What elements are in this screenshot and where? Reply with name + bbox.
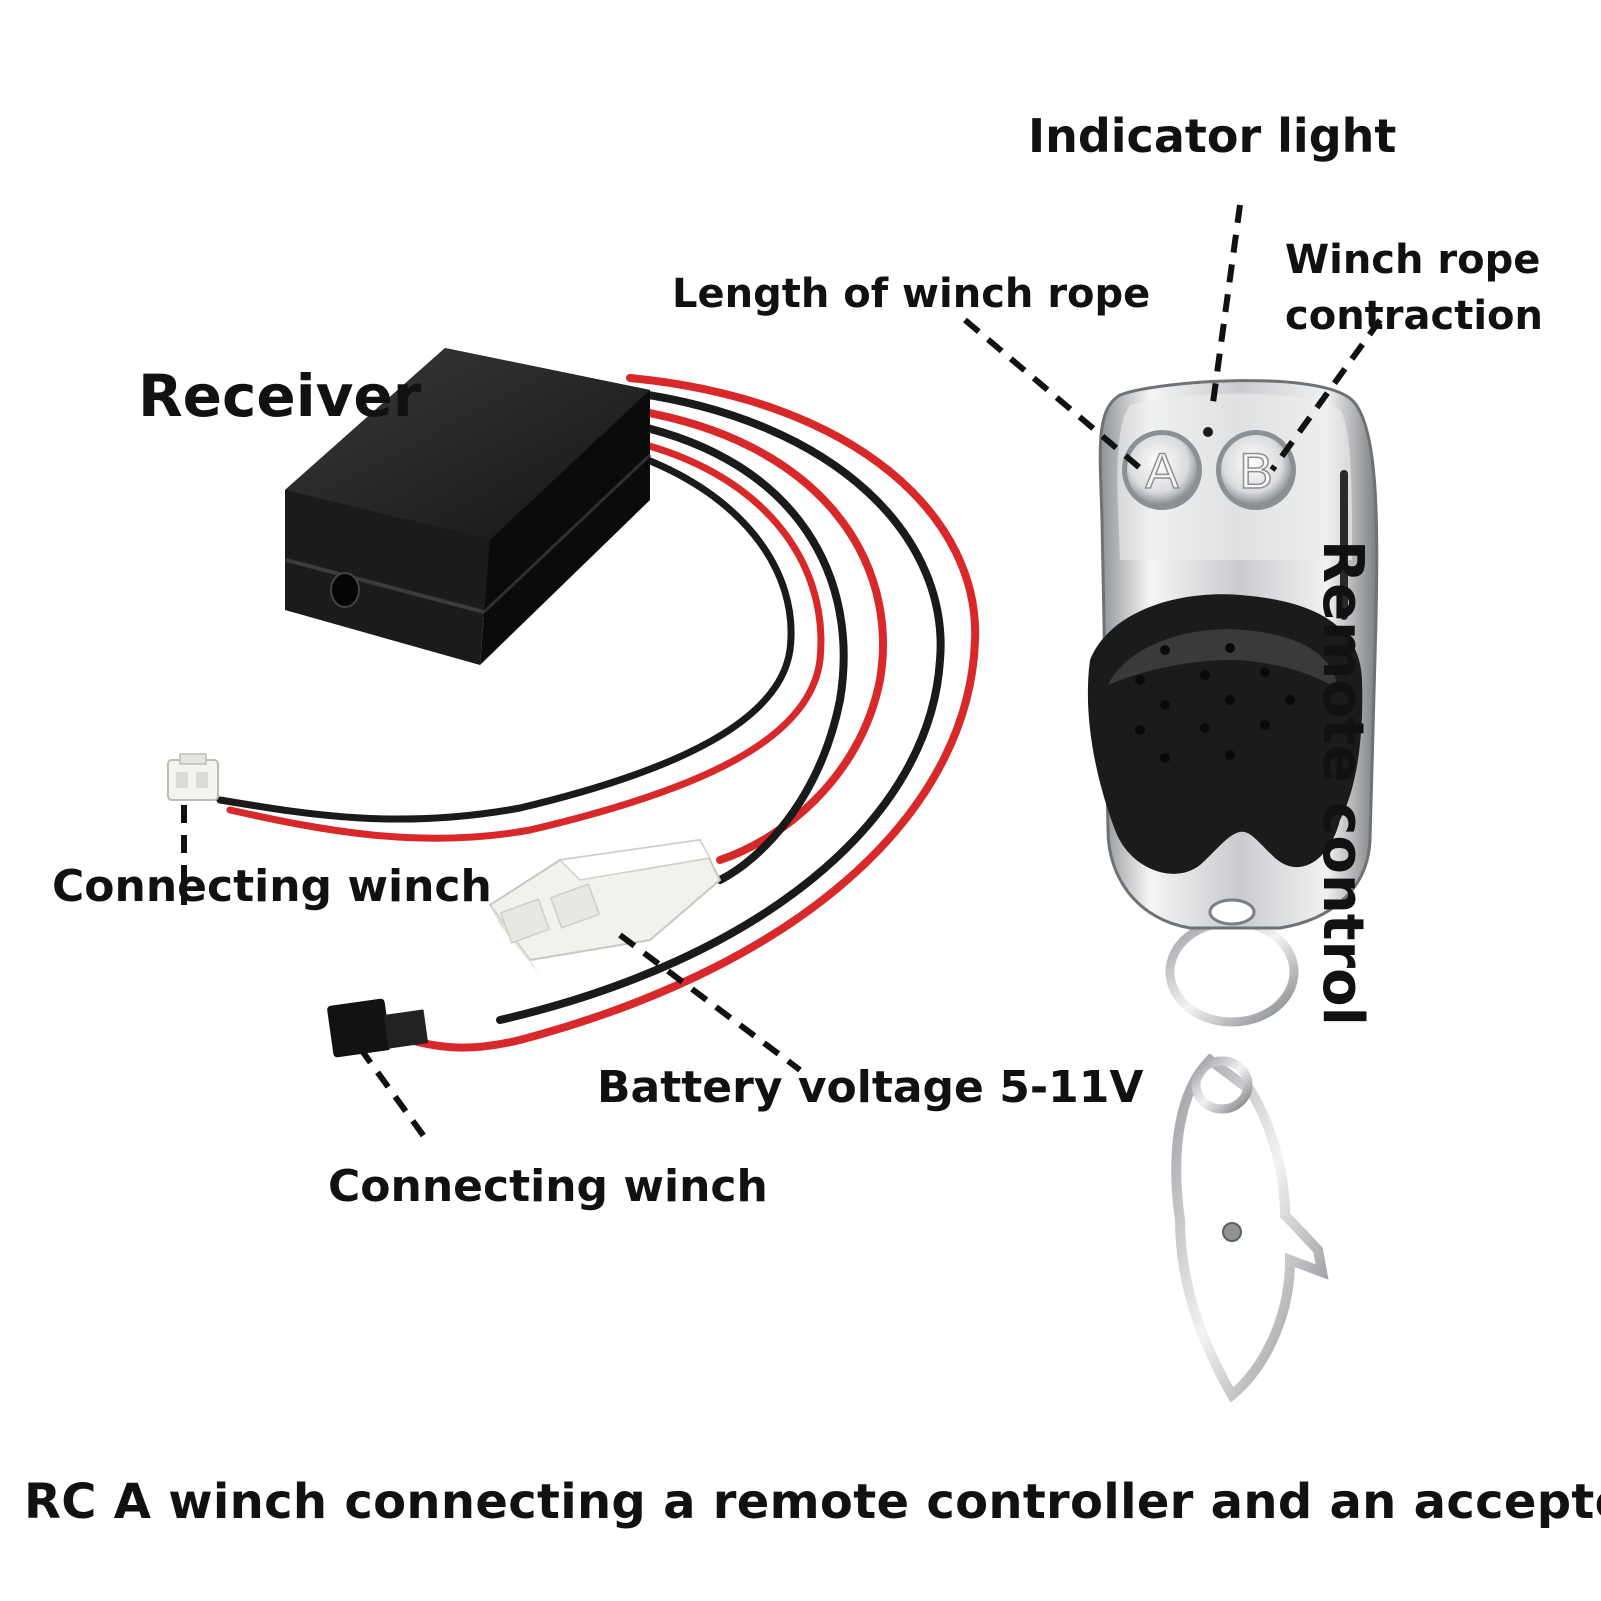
speaker-holes <box>1135 643 1295 763</box>
button-b-label: B <box>1239 443 1272 499</box>
keyring <box>1165 917 1299 1027</box>
receiver-antenna-hole <box>330 572 360 608</box>
leader-indicator <box>1209 204 1243 411</box>
label-battery-voltage: Battery voltage 5-11V <box>597 1062 1144 1113</box>
label-winch-rope-contraction: Winch rope contraction <box>1285 232 1543 344</box>
leader-length <box>963 317 1142 471</box>
label-connecting-winch-top: Connecting winch <box>52 861 492 912</box>
caption: RC A winch connecting a remote controlle… <box>24 1474 1601 1530</box>
receiver-box <box>285 348 652 665</box>
remote-button-b[interactable]: B <box>1216 430 1296 510</box>
remote-control: A B <box>1087 379 1379 1403</box>
remote-button-a[interactable]: A <box>1122 430 1202 510</box>
label-remote-control: Remote control <box>1310 540 1375 1026</box>
key-clip <box>1171 1053 1329 1403</box>
label-contraction-line2: contraction <box>1285 293 1544 339</box>
label-indicator-light: Indicator light <box>1028 109 1397 163</box>
wire-black-mid <box>626 420 848 884</box>
indicator-led <box>1203 427 1213 437</box>
wire-black-short <box>216 448 795 823</box>
servo-plug <box>327 998 429 1058</box>
wire-black-long <box>496 388 945 1024</box>
button-a-label: A <box>1145 443 1179 499</box>
leader-battery <box>618 932 802 1073</box>
leader-contraction <box>1269 318 1383 472</box>
label-connecting-winch-bottom: Connecting winch <box>328 1161 768 1212</box>
jst-connector <box>167 753 219 801</box>
wire-red-long <box>406 374 980 1052</box>
label-length-of-winch-rope: Length of winch rope <box>672 271 1151 317</box>
leader-connect-bottom <box>357 1046 431 1144</box>
label-contraction-line1: Winch rope <box>1285 237 1541 283</box>
label-receiver: Receiver <box>138 362 422 430</box>
wire-bundle <box>216 374 980 1052</box>
leader-lines <box>181 204 1383 1144</box>
wire-red-short <box>226 436 825 842</box>
battery-connector <box>488 838 722 975</box>
